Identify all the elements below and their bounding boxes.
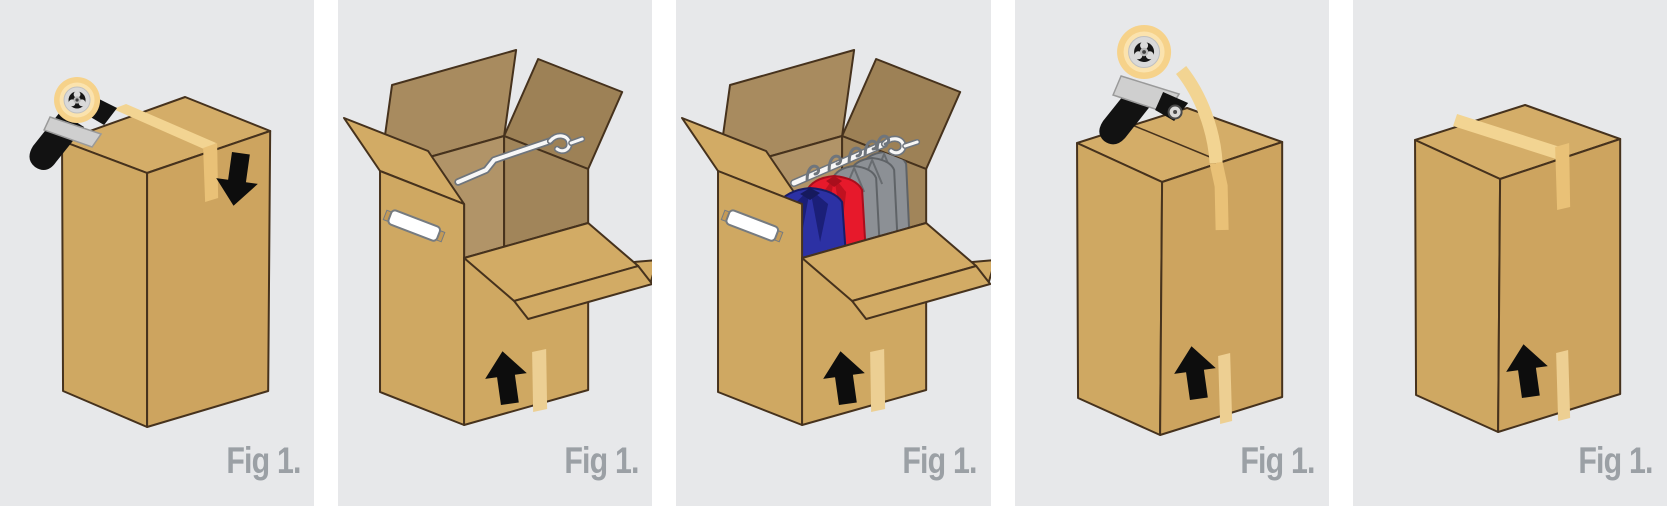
panel-step-3: Fig 1. (676, 0, 991, 506)
panel-step-5: Fig 1. (1352, 0, 1667, 506)
tape-strip (1175, 65, 1229, 231)
closed-box (1075, 107, 1283, 436)
arrow-up-icon (823, 351, 866, 405)
closed-box (1413, 104, 1621, 433)
figure-caption: Fig 1. (1578, 440, 1654, 481)
arrow-up-icon (1505, 344, 1548, 398)
tape-strip-bottom (1217, 353, 1232, 424)
figure-caption: Fig 1. (1240, 440, 1316, 481)
tape-strip (532, 349, 548, 412)
door-flap (463, 222, 653, 320)
illustration-step-2 (343, 49, 653, 426)
illustration-step-3 (681, 49, 991, 426)
box-flaps (379, 49, 624, 172)
tape-strip (1452, 114, 1570, 210)
hanger-hooks (805, 134, 891, 182)
figure-caption: Fig 1. (225, 440, 301, 481)
side-handle (721, 209, 784, 243)
illustration-step-5 (1413, 104, 1621, 433)
door-flap (801, 222, 991, 320)
illustration-step-1 (29, 77, 272, 428)
hanging-rail (454, 132, 586, 186)
tape-strip (870, 349, 886, 412)
tape-strip (113, 104, 219, 202)
tape-dispenser-icon (29, 77, 118, 171)
figure-caption: Fig 1. (902, 440, 977, 481)
figure-caption: Fig 1. (564, 440, 639, 481)
arrow-up-icon (485, 351, 527, 405)
tape-strip-bottom (1555, 350, 1570, 421)
box-left-face (379, 170, 466, 426)
closed-box (61, 96, 272, 428)
panel-step-4: Fig 1. (1014, 0, 1329, 506)
panel-step-2: Fig 1. (338, 0, 653, 506)
arrow-down-icon (216, 152, 258, 206)
panel-step-1: Fig 1. (0, 0, 315, 506)
illustration-step-4 (1075, 25, 1283, 436)
tape-dispenser-icon (1098, 25, 1188, 145)
side-handle (382, 209, 446, 243)
box-left-face (717, 170, 804, 426)
arrow-up-icon (1173, 346, 1216, 400)
